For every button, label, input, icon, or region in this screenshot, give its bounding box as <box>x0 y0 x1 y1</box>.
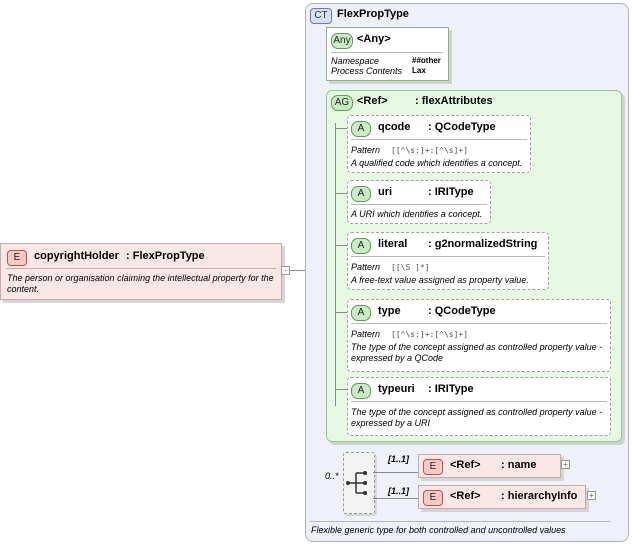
child-element-hierarchyinfo[interactable]: E <Ref> : hierarchyInfo <box>418 485 586 509</box>
any-name: <Any> <box>357 33 391 45</box>
sequence-compositor[interactable] <box>343 452 375 514</box>
attribute-doc: A qualified code which identifies a conc… <box>351 158 523 168</box>
complex-type-name: FlexPropType <box>337 8 409 20</box>
pattern-label: Pattern <box>351 329 381 339</box>
child-expand-toggle[interactable]: + <box>561 460 570 469</box>
attribute-icon: A <box>351 121 371 137</box>
root-connector <box>290 270 318 271</box>
complex-type-doc: Flexible generic type for both controlle… <box>311 525 566 535</box>
ag-branch-typeuri <box>335 389 347 390</box>
attribute-icon: A <box>351 383 371 399</box>
attribute-name: literal <box>378 238 408 250</box>
root-element-name: copyrightHolder <box>34 250 119 262</box>
child-cardinality: [1..1] <box>388 486 410 496</box>
pattern-value: [[^\s:]+:[^\s]+] <box>391 330 469 339</box>
ag-inner-connector <box>335 123 336 406</box>
child-element-label: : hierarchyInfo <box>501 490 578 502</box>
element-icon: E <box>7 250 27 266</box>
seq-child-connector-1 <box>373 472 418 473</box>
pattern-value: [[^\s:]+:[^\s]+] <box>391 146 469 155</box>
element-icon: E <box>423 459 443 475</box>
attribute-qcode[interactable]: A qcode : QCodeType Pattern [[^\s:]+:[^\… <box>347 115 531 173</box>
any-process-value: Lax <box>412 66 426 75</box>
attribute-separator <box>351 256 545 257</box>
attribute-name: uri <box>378 186 393 198</box>
child-element-name[interactable]: E <Ref> : name <box>418 454 561 478</box>
any-namespace-label: Namespace <box>331 56 380 66</box>
attribute-icon: A <box>351 238 371 254</box>
any-separator <box>331 52 443 53</box>
attribute-icon: A <box>351 186 371 202</box>
attribute-name: typeuri <box>378 383 415 395</box>
sequence-cardinality: 0..* <box>325 471 339 481</box>
ag-branch-type <box>335 312 347 313</box>
attribute-separator <box>351 401 607 402</box>
child-element-ref: <Ref> <box>450 490 481 502</box>
root-element-box[interactable]: E copyrightHolder : FlexPropType The per… <box>0 243 282 300</box>
pattern-label: Pattern <box>351 262 381 272</box>
element-icon: E <box>423 490 443 506</box>
root-separator <box>6 268 276 269</box>
ag-branch-uri <box>335 193 347 194</box>
seq-child-connector-2 <box>373 498 418 499</box>
attribute-name: type <box>378 305 401 317</box>
complex-type-icon: CT <box>310 8 332 24</box>
child-element-label: : name <box>501 459 537 471</box>
child-element-ref: <Ref> <box>450 459 481 471</box>
attribute-type: : IRIType <box>428 383 474 395</box>
attribute-doc: A free-text value assigned as property v… <box>351 275 529 285</box>
attribute-name: qcode <box>378 121 411 133</box>
ag-branch-literal <box>335 245 347 246</box>
ct-doc-separator <box>310 521 610 522</box>
any-wildcard-box[interactable]: Any <Any> Namespace ##other Process Cont… <box>326 27 449 81</box>
attribute-separator <box>351 204 487 205</box>
root-element-type: : FlexPropType <box>126 250 205 262</box>
attribute-typeuri[interactable]: A typeuri : IRIType The type of the conc… <box>347 377 611 436</box>
attribute-type-attr[interactable]: A type : QCodeType Pattern [[^\s:]+:[^\s… <box>347 299 611 372</box>
ag-branch-qcode <box>335 128 347 129</box>
attribute-doc: The type of the concept assigned as cont… <box>351 342 603 363</box>
root-element-doc: The person or organisation claiming the … <box>7 273 274 294</box>
attribute-doc: The type of the concept assigned as cont… <box>351 407 603 428</box>
attribute-type: : QCodeType <box>428 305 496 317</box>
child-expand-toggle[interactable]: + <box>587 491 596 500</box>
attribute-group-box[interactable]: AG <Ref> : flexAttributes A qcode : QCod… <box>326 90 622 442</box>
attribute-doc: A URI which identifies a concept. <box>351 209 483 219</box>
attribute-group-ref: <Ref> <box>357 95 388 107</box>
root-collapse-toggle[interactable]: - <box>281 266 290 275</box>
attribute-uri[interactable]: A uri : IRIType A URI which identifies a… <box>347 180 491 224</box>
attribute-separator <box>351 323 607 324</box>
attribute-icon: A <box>351 305 371 321</box>
attribute-separator <box>351 139 527 140</box>
sequence-icon <box>346 471 367 495</box>
pattern-value: [[\S ]*] <box>391 263 430 272</box>
child-cardinality: [1..1] <box>388 454 410 464</box>
any-process-label: Process Contents <box>331 66 403 76</box>
attribute-literal[interactable]: A literal : g2normalizedString Pattern [… <box>347 232 549 290</box>
attribute-type: : g2normalizedString <box>428 238 538 250</box>
attribute-type: : IRIType <box>428 186 474 198</box>
any-icon: Any <box>331 33 353 49</box>
pattern-label: Pattern <box>351 145 381 155</box>
attribute-type: : QCodeType <box>428 121 496 133</box>
attribute-group-icon: AG <box>331 95 353 111</box>
any-namespace-value: ##other <box>412 56 441 65</box>
attribute-group-name: : flexAttributes <box>415 95 493 107</box>
